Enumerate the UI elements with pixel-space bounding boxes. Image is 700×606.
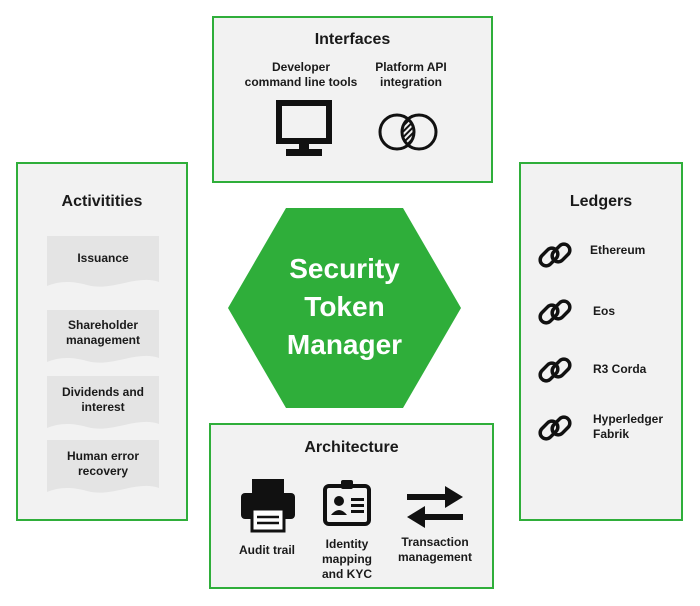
platform-api-label: Platform API integration: [375, 60, 447, 89]
developer-cli-label: Developer command line tools: [244, 60, 358, 89]
ledgers-box: Ledgers: [519, 162, 683, 521]
activities-title: Activitities: [61, 193, 143, 210]
audit-trail-label: Audit trail: [239, 543, 295, 557]
transfer-arrows-icon: [407, 486, 463, 528]
document-shape: [47, 310, 159, 363]
center-title: Security Token Manager: [286, 253, 403, 360]
activity-item-human-error: Human error recovery: [47, 440, 159, 496]
id-card-icon: [323, 480, 371, 526]
ledger-label-r3-corda: R3 Corda: [593, 362, 647, 376]
document-shape: [47, 440, 159, 493]
activity-item-dividends: Dividends and interest: [47, 376, 159, 432]
ledger-label-eos: Eos: [593, 304, 616, 318]
identity-mapping-label: Identity mapping and KYC: [321, 537, 372, 581]
activity-label: Issuance: [77, 251, 129, 265]
ledgers-title: Ledgers: [569, 193, 633, 210]
activity-label: Human error recovery: [66, 449, 140, 478]
activity-label: Shareholder management: [65, 318, 141, 347]
document-shape: [47, 236, 159, 287]
chain-link-icon: [538, 415, 572, 441]
printer-icon: [241, 479, 295, 533]
activity-item-issuance: Issuance: [47, 236, 159, 290]
architecture-title: Architecture: [304, 439, 399, 456]
architecture-box: Architecture Audit trail Identity mappin…: [209, 423, 494, 589]
ledger-label-ethereum: Ethereum: [590, 243, 646, 257]
chain-link-icon: [538, 242, 572, 268]
chain-link-icon: [538, 299, 572, 325]
ledger-label-hyperledger: Hyperledger Fabrik: [593, 412, 664, 441]
interfaces-title: Interfaces: [314, 31, 391, 48]
activity-item-shareholder: Shareholder management: [47, 310, 159, 366]
transaction-management-label: Transaction management: [397, 535, 473, 564]
venn-diagram-icon: [378, 113, 438, 151]
document-shape: [47, 376, 159, 429]
chain-link-icon: [538, 357, 572, 383]
monitor-icon: [276, 100, 332, 156]
security-token-manager-hexagon: [228, 208, 461, 408]
interfaces-box: Interfaces Developer command line tools …: [212, 16, 493, 183]
activity-label: Dividends and interest: [61, 385, 144, 414]
